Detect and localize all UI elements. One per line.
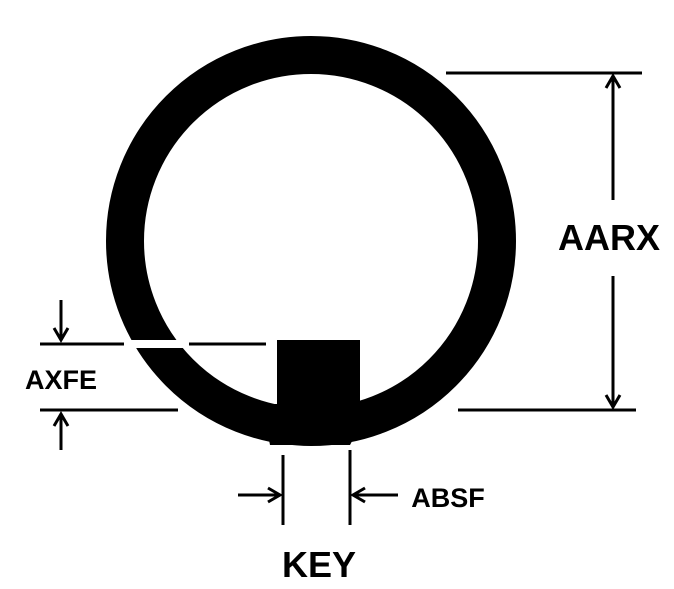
key-block: [262, 340, 372, 445]
label-axfe: AXFE: [25, 365, 97, 395]
label-absf: ABSF: [411, 483, 485, 513]
axfe-dimension: [40, 300, 266, 450]
label-aarx: AARX: [558, 217, 660, 258]
absf-dimension: [238, 450, 398, 525]
label-key: KEY: [282, 544, 356, 585]
aarx-dimension: [446, 71, 642, 412]
reference-gaps: [118, 340, 196, 348]
